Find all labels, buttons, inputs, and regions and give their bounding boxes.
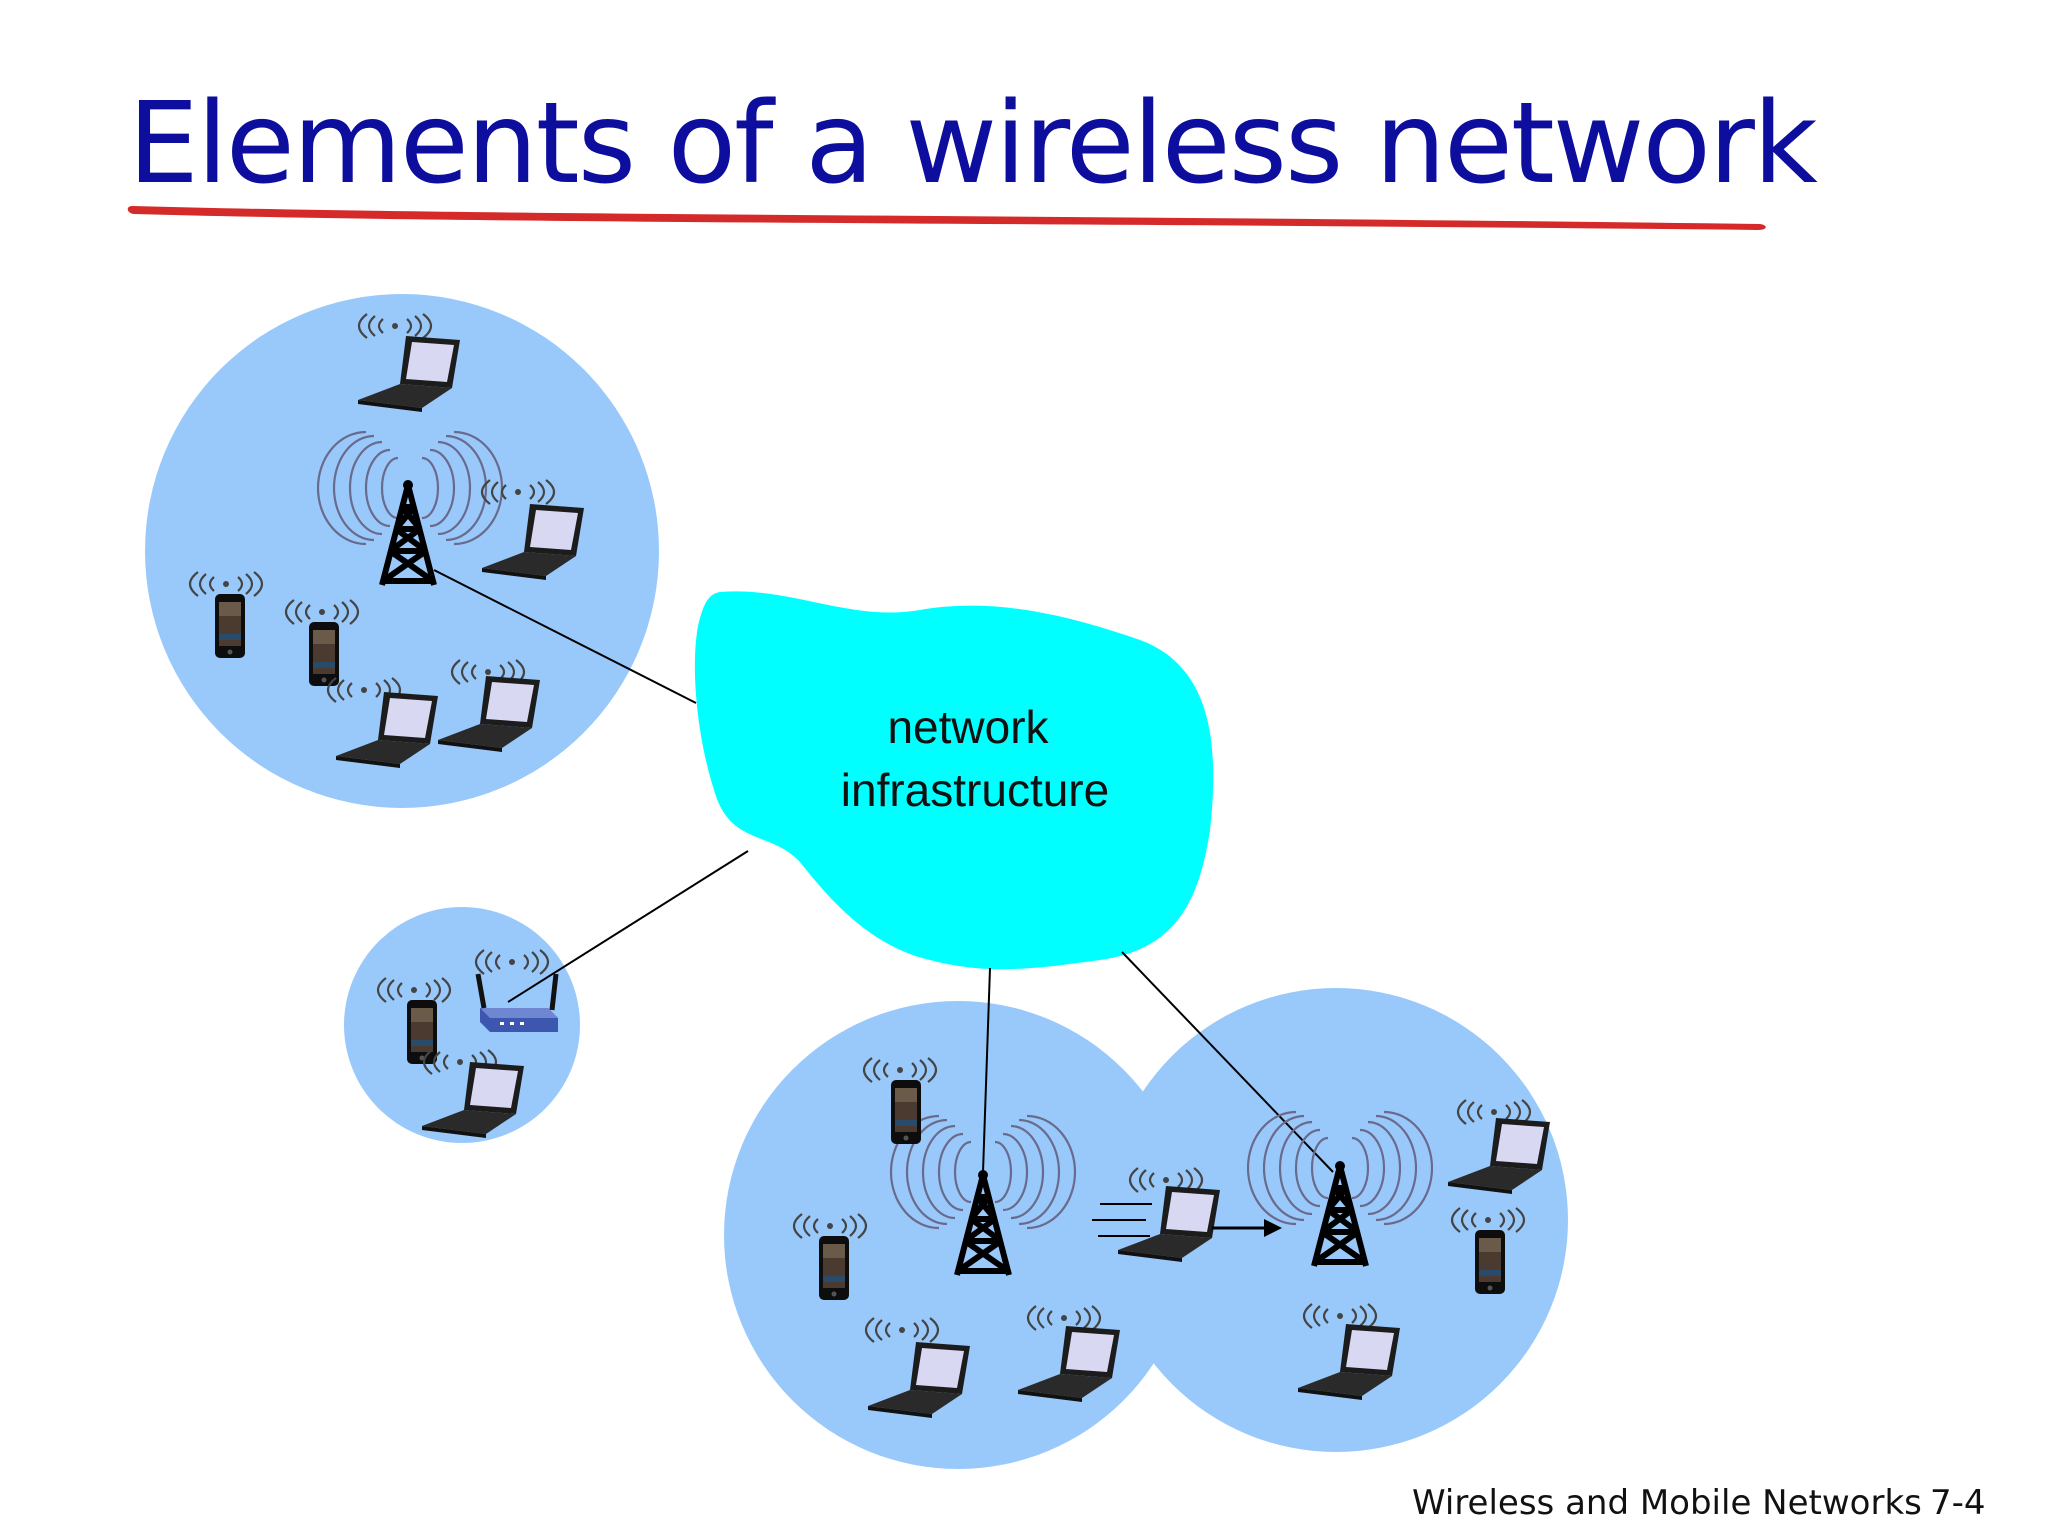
link-bottom-middle-tower xyxy=(982,967,991,1173)
slide-title: Elements of a wireless network xyxy=(128,79,1818,209)
smartphone-icon xyxy=(407,1000,437,1064)
title-underline xyxy=(127,206,1766,230)
smartphone-icon xyxy=(215,594,245,658)
smartphone-icon xyxy=(819,1236,849,1300)
smartphone-icon xyxy=(309,622,339,686)
cloud-label-network: network xyxy=(887,701,1049,753)
link-top-tower xyxy=(433,569,697,704)
network-infrastructure-cloud xyxy=(694,591,1214,970)
mobility-arrow-icon xyxy=(1212,1219,1282,1237)
cloud-label-infrastructure: infrastructure xyxy=(841,764,1109,816)
link-bottom-right-tower xyxy=(1121,951,1334,1173)
smartphone-icon xyxy=(1475,1230,1505,1294)
motion-lines xyxy=(1092,1203,1152,1237)
page-number: 7-4 xyxy=(1930,1483,1986,1523)
link-router xyxy=(507,850,749,1003)
footer-label: Wireless and Mobile Networks xyxy=(1412,1483,1922,1523)
smartphone-icon xyxy=(891,1080,921,1144)
